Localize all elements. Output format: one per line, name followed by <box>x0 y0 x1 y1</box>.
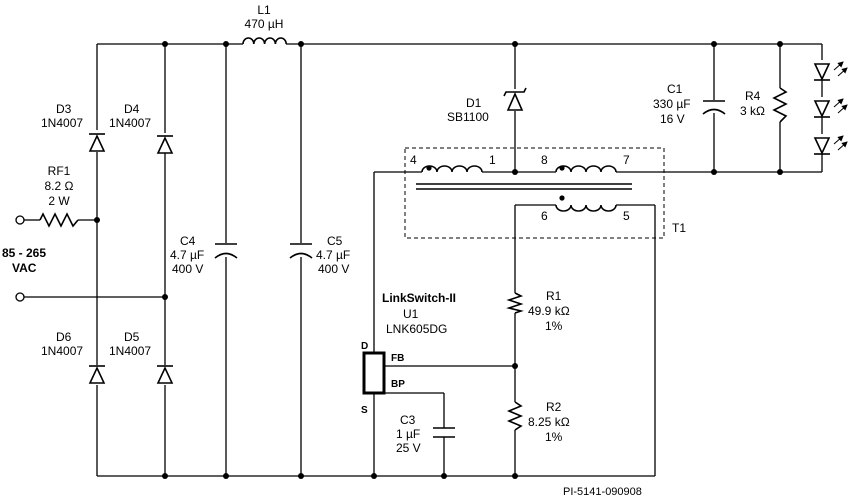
d6-ref: D6 <box>56 330 72 344</box>
d3-part: 1N4007 <box>41 116 83 130</box>
d5-ref: D5 <box>124 330 140 344</box>
t1-pin-7: 7 <box>623 153 630 167</box>
d5-part: 1N4007 <box>109 344 151 358</box>
ac-terminal-2 <box>15 292 25 302</box>
t1-pin-8: 8 <box>541 153 548 167</box>
rf1-value: 8.2 Ω <box>45 179 74 193</box>
c4-rating: 400 V <box>172 262 203 276</box>
resistor-rf1: RF1 8.2 Ω 2 W <box>39 164 79 228</box>
r1-ref: R1 <box>546 289 562 303</box>
resistor-r2: R2 8.25 kΩ 1% <box>506 400 570 444</box>
r4-ref: R4 <box>745 89 761 103</box>
u1-pin-fb: FB <box>391 353 404 364</box>
resistor-r4: R4 3 kΩ <box>740 87 788 123</box>
drawing-id: PI-5141-090908 <box>563 486 642 498</box>
u1-ref: U1 <box>403 307 419 321</box>
t1-boundary <box>404 147 665 239</box>
u1-pin-s: S <box>361 405 368 416</box>
c5-rating: 400 V <box>318 262 349 276</box>
c1-rating: 16 V <box>660 112 685 126</box>
t1-pin-4: 4 <box>410 153 417 167</box>
d4-ref: D4 <box>124 102 140 116</box>
r4-value: 3 kΩ <box>740 104 765 118</box>
t1-pin-5: 5 <box>623 209 630 223</box>
c5-ref: C5 <box>327 234 343 248</box>
c3-rating: 25 V <box>396 441 421 455</box>
capacitor-c3: C3 1 µF 25 V <box>396 413 455 455</box>
t1-pin-1: 1 <box>489 153 496 167</box>
diode-d3: D3 1N4007 <box>41 102 106 152</box>
wires <box>24 43 823 477</box>
junction-dots <box>94 41 783 479</box>
u1-body <box>362 351 386 395</box>
led-1 <box>813 61 848 81</box>
ac-terminal-1 <box>15 215 25 225</box>
d1-ref: D1 <box>466 96 482 110</box>
u1-pin-d: D <box>361 341 368 352</box>
diode-d4: D4 1N4007 <box>109 102 174 154</box>
led-3 <box>813 135 848 155</box>
u1-part: LNK605DG <box>386 322 447 336</box>
ac-input-terminals: 85 - 265 VAC <box>2 215 46 302</box>
input-voltage-type: VAC <box>12 261 37 275</box>
l1-value: 470 µH <box>245 17 284 31</box>
input-voltage-range: 85 - 265 <box>2 246 46 260</box>
diode-d5: D5 1N4007 <box>109 330 174 384</box>
d6-part: 1N4007 <box>41 344 83 358</box>
c3-ref: C3 <box>400 413 416 427</box>
capacitor-c5: C5 4.7 µF 400 V <box>289 234 350 276</box>
r2-tolerance: 1% <box>545 430 563 444</box>
c1-value: 330 µF <box>653 97 691 111</box>
r1-value: 49.9 kΩ <box>528 304 570 318</box>
capacitor-c4: C4 4.7 µF 400 V <box>170 234 238 276</box>
rf1-rating: 2 W <box>48 194 70 208</box>
ic-u1: LinkSwitch-II U1 LNK605DG D FB BP S <box>361 291 456 416</box>
diode-d1: D1 SB1100 <box>447 87 527 124</box>
led-2 <box>813 98 848 118</box>
r1-tolerance: 1% <box>545 319 563 333</box>
d1-part: SB1100 <box>447 110 489 124</box>
inductor-l1: L1 470 µH <box>242 3 287 45</box>
t1-pin-6: 6 <box>541 209 548 223</box>
t1-ref: T1 <box>672 221 686 235</box>
c3-value: 1 µF <box>396 427 420 441</box>
rf1-ref: RF1 <box>48 164 71 178</box>
c4-value: 4.7 µF <box>170 248 204 262</box>
r2-value: 8.25 kΩ <box>528 415 570 429</box>
c5-value: 4.7 µF <box>316 248 350 262</box>
c1-ref: C1 <box>667 82 683 96</box>
c4-ref: C4 <box>180 234 196 248</box>
capacitor-c1: C1 330 µF 16 V <box>653 82 726 126</box>
r2-ref: R2 <box>546 400 562 414</box>
u1-family: LinkSwitch-II <box>382 291 456 305</box>
u1-pin-bp: BP <box>391 379 405 390</box>
d4-part: 1N4007 <box>109 116 151 130</box>
resistor-r1: R1 49.9 kΩ 1% <box>506 289 570 333</box>
diode-d6: D6 1N4007 <box>41 330 106 384</box>
d3-ref: D3 <box>56 102 72 116</box>
transformer-t1: 4 1 8 7 6 5 T1 <box>404 147 686 239</box>
l1-ref: L1 <box>257 3 271 17</box>
